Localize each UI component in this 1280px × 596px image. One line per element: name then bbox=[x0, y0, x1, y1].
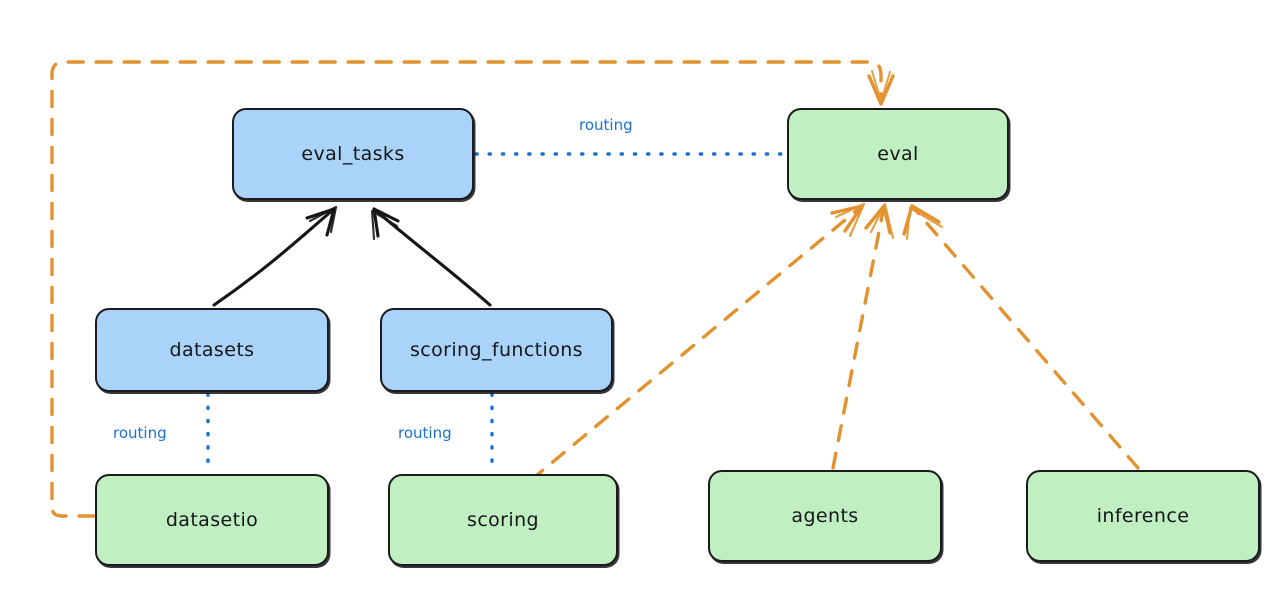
edge-scoring-to-eval bbox=[529, 202, 866, 482]
node-datasets[interactable]: datasets bbox=[95, 308, 329, 392]
node-label-datasetio: datasetio bbox=[165, 509, 259, 531]
node-scoring[interactable]: scoring bbox=[388, 474, 618, 566]
node-label-scoring: scoring bbox=[467, 509, 539, 531]
node-label-agents: agents bbox=[791, 505, 859, 527]
node-label-eval-tasks: eval_tasks bbox=[301, 143, 405, 165]
node-scoring-functions[interactable]: scoring_functions bbox=[380, 308, 613, 392]
node-label-datasets: datasets bbox=[169, 339, 255, 361]
node-label-scoring-functions: scoring_functions bbox=[410, 339, 583, 361]
edge-inference-to-eval bbox=[902, 204, 1140, 470]
node-inference[interactable]: inference bbox=[1026, 470, 1260, 562]
node-label-eval: eval bbox=[877, 143, 919, 165]
node-datasetio[interactable]: datasetio bbox=[95, 474, 329, 566]
edge-agents-to-eval bbox=[831, 202, 895, 470]
node-eval[interactable]: eval bbox=[787, 108, 1009, 200]
edge-datasetio-to-eval bbox=[50, 60, 895, 518]
edge-label-routing-datasets-datasetio: routing bbox=[113, 424, 167, 442]
edge-datasets-to-eval-tasks bbox=[212, 205, 338, 307]
edge-label-routing-scoring-functions-scoring: routing bbox=[398, 424, 452, 442]
node-label-inference: inference bbox=[1096, 505, 1190, 527]
edge-scoring-functions-to-eval-tasks bbox=[370, 207, 492, 307]
node-eval-tasks[interactable]: eval_tasks bbox=[232, 108, 474, 200]
node-agents[interactable]: agents bbox=[708, 470, 942, 562]
edge-label-routing-eval-tasks-eval: routing bbox=[579, 116, 633, 134]
